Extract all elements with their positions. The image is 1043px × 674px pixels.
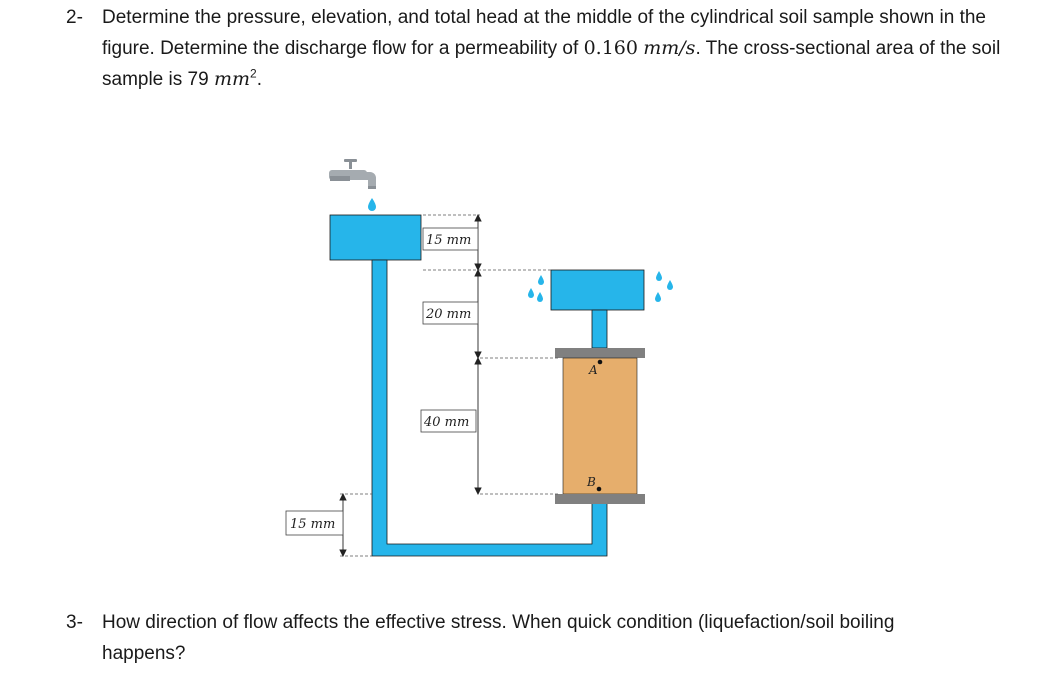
- point-a-marker: [597, 359, 603, 365]
- dim-soil-label: 40 mm: [423, 415, 469, 430]
- question-2-text: Determine the pressure, elevation, and t…: [102, 2, 1002, 95]
- water-drop-icon: [667, 280, 673, 290]
- question-2-text-part1: Determine the pressure, elevation, and t…: [102, 7, 986, 59]
- soil-sample: [562, 357, 638, 495]
- permeability-unit: mm/s: [643, 37, 696, 59]
- right-reservoir: [550, 269, 645, 311]
- bottom-porous-plate: [555, 494, 645, 504]
- left-reservoir: [329, 214, 422, 261]
- water-drop-icon: [656, 271, 662, 281]
- point-b-marker: [596, 486, 602, 492]
- dim-middle-label: 20 mm: [425, 307, 471, 322]
- question-2-text-end: .: [256, 69, 262, 90]
- point-a-label: A: [588, 363, 598, 377]
- water-drop-icon: [528, 288, 534, 298]
- question-2-number: 2-: [66, 7, 83, 28]
- permeability-value: 0.160: [583, 37, 638, 59]
- dim-top-box: [422, 227, 479, 251]
- area-exponent: 2: [250, 66, 257, 81]
- question-3-text: How direction of flow affects the effect…: [102, 612, 895, 664]
- faucet-icon: [329, 159, 376, 189]
- right-reservoir-stem: [591, 309, 608, 349]
- area-unit: mm: [213, 68, 250, 90]
- dim-top-label: 15 mm: [426, 233, 471, 248]
- top-porous-plate: [555, 348, 645, 358]
- water-drop-icon: [537, 292, 543, 302]
- dim-bottom-box: [285, 510, 344, 536]
- vertical-dimension-line: [474, 213, 482, 496]
- dim-soil-box: [420, 409, 477, 433]
- point-b-label: B: [586, 475, 596, 489]
- dim-middle-box: [422, 301, 479, 325]
- dim-bottom-label: 15 mm: [290, 517, 335, 532]
- water-drop-icon: [655, 292, 661, 302]
- water-drop-icon: [368, 198, 376, 211]
- reference-lines: [340, 214, 560, 557]
- question-3-number: 3-: [66, 612, 83, 633]
- water-drop-icon: [538, 275, 544, 285]
- question-2-text-part2: . The cross-sectional area of the soil s…: [102, 38, 1001, 90]
